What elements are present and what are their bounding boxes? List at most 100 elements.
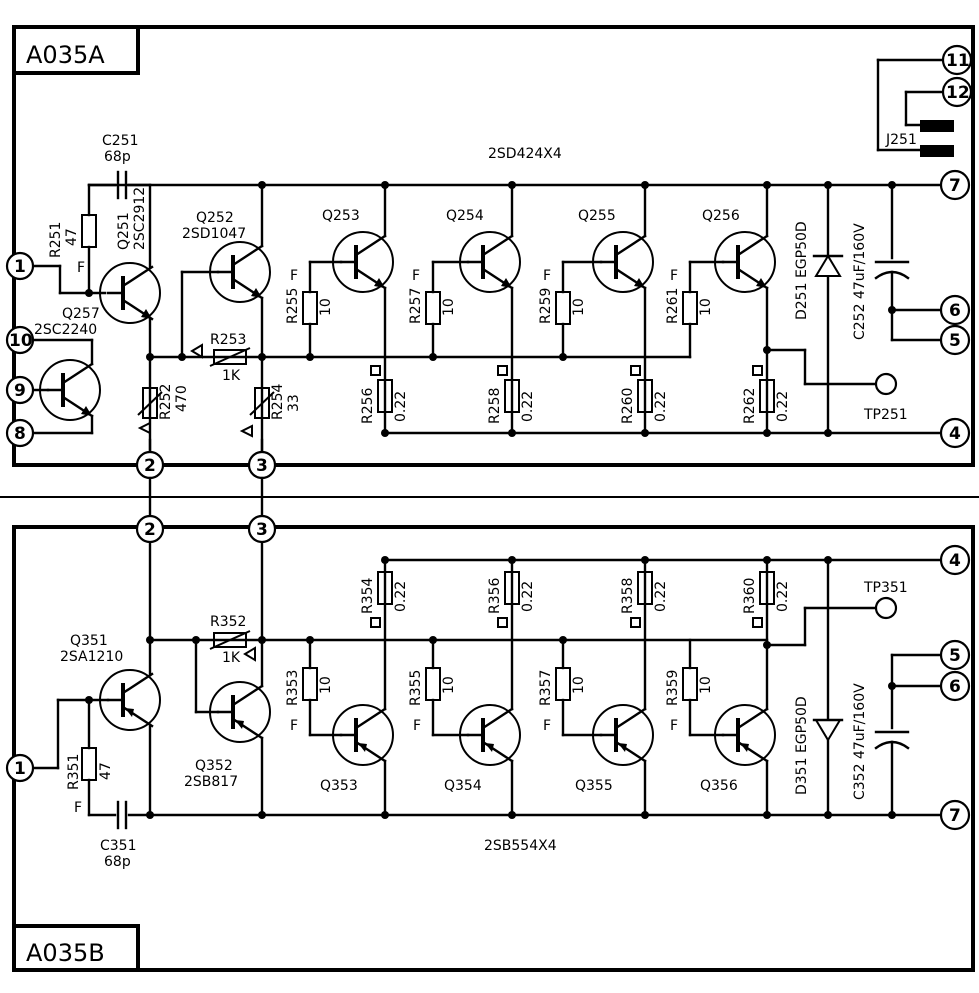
c252-label: C252 47uF/160V [852,223,868,340]
svg-text:4: 4 [949,424,961,444]
q353-ref: Q353 [320,778,358,794]
top-transistor-array: 2SD424X4 [488,146,562,162]
r251-value: 47 [64,228,80,246]
svg-text:12: 12 [946,83,970,103]
r353-ref: R353 [285,670,301,706]
tp351-point [874,596,898,620]
r351-value: 47 [98,762,114,780]
r360-ref: R360 [742,578,758,614]
d351-label: D351 EGP50D [794,696,810,795]
board-a035b-outline [12,525,975,972]
r357-ref: R357 [538,670,554,706]
r355-value: 10 [441,676,457,694]
svg-text:11: 11 [946,51,970,71]
pin-4-top [939,417,971,449]
r255-fuse-mark: F [290,268,298,284]
r354-ref: R354 [360,577,376,614]
svg-text:2: 2 [144,520,156,540]
r252-ref: R252 [158,384,174,420]
svg-text:5: 5 [949,646,961,666]
svg-text:2: 2 [144,456,156,476]
r262-ref: R262 [742,388,758,424]
pin-5-top [939,324,971,356]
r259-ref: R259 [538,288,554,324]
r254-ref: R254 [270,383,286,420]
tp251-label: TP251 [863,407,908,423]
r353-fuse-mark: F [290,718,298,734]
q255-ref: Q255 [578,208,616,224]
q251-part: 2SC2912 [132,187,148,250]
r356-value: 0.22 [520,581,536,612]
r256-value: 0.22 [393,391,409,422]
svg-text:7: 7 [949,176,961,196]
pin-11 [941,44,973,76]
q355-ref: Q355 [575,778,613,794]
pin-7-top [939,169,971,201]
c251-ref: C251 [102,133,139,149]
pin-12 [941,76,973,108]
pin-8 [5,418,35,448]
r252-value: 470 [174,385,190,412]
pin-3-bottom [247,514,277,544]
c351-value: 68p [104,854,131,870]
tp251-point [874,372,898,396]
r357-value: 10 [571,676,587,694]
pin-9 [5,375,35,405]
r261-fuse-mark: F [670,268,678,284]
q356-ref: Q356 [700,778,738,794]
pin-1-top [5,251,35,281]
board-a035a-label: A035A [26,41,105,69]
r251-ref: R251 [48,222,64,258]
c351-ref: C351 [100,838,137,854]
r258-value: 0.22 [520,391,536,422]
r260-ref: R260 [620,388,636,424]
r257-ref: R257 [408,288,424,324]
svg-text:1: 1 [14,759,26,779]
bottom-pins: 2 3 1 4 5 6 7 [5,514,971,831]
bottom-transistor-array: 2SB554X4 [484,838,557,854]
q352-ref: Q352 [195,758,233,774]
tp351-label: TP351 [863,580,908,596]
q257-part: 2SC2240 [34,322,97,338]
r259-value: 10 [571,298,587,316]
svg-text:3: 3 [256,520,268,540]
r256-ref: R256 [360,387,376,424]
svg-text:6: 6 [949,677,961,697]
board-a035b-label: A035B [26,939,105,967]
pin-4-bottom [939,544,971,576]
bottom-circuit: Q351 2SA1210 R351 47 F C351 68p Q352 2SB… [31,541,944,870]
r253-value: 1K [222,368,241,384]
r257-value: 10 [441,298,457,316]
q252-part: 2SD1047 [182,226,246,242]
svg-text:9: 9 [14,381,26,401]
svg-text:8: 8 [14,424,26,444]
pin-6-bottom [939,670,971,702]
r259-fuse-mark: F [543,268,551,284]
r351-ref: R351 [66,754,82,790]
top-circuit: C251 68p R251 47 F Q251 2SC2912 Q257 2SC… [31,58,954,462]
r253-ref: R253 [210,332,246,348]
r251-fuse-mark: F [77,260,85,276]
r261-value: 10 [698,298,714,316]
r358-ref: R358 [620,578,636,614]
c251-value: 68p [104,149,131,165]
q256-ref: Q256 [702,208,740,224]
r359-ref: R359 [665,670,681,706]
j251-label: J251 [885,132,917,148]
pin-1-bottom [5,753,35,783]
q252-ref: Q252 [196,210,234,226]
svg-text:7: 7 [949,806,961,826]
r258-ref: R258 [487,388,503,424]
pin-7-bottom [939,799,971,831]
pin-10 [5,325,35,355]
top-pins: 1 10 9 8 2 3 11 12 7 6 5 4 [5,44,973,480]
r352-ref: R352 [210,614,246,630]
pin-5-bottom [939,639,971,671]
q351-ref: Q351 [70,633,108,649]
r261-ref: R261 [665,288,681,324]
q352-part: 2SB817 [184,774,238,790]
pin-2-bottom [135,514,165,544]
r358-value: 0.22 [653,581,669,612]
svg-text:1: 1 [14,257,26,277]
r354-value: 0.22 [393,581,409,612]
